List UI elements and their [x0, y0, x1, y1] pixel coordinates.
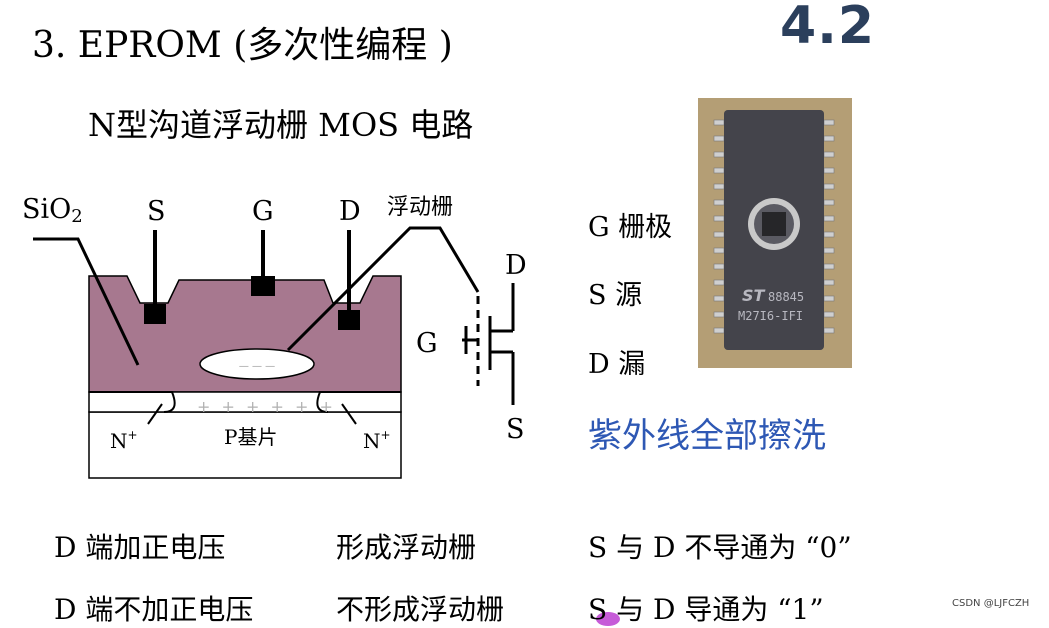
- n-plus-right-label: N+: [363, 428, 391, 453]
- row1-condition: D 端加正电压: [54, 531, 226, 564]
- sio2-label: SiO2: [22, 194, 83, 227]
- chip-code-2: M27I6-IFI: [738, 309, 803, 323]
- source-contact: [144, 304, 166, 324]
- p-substrate: [88, 411, 402, 479]
- watermark-credit: CSDN @LJFCZH: [952, 598, 1030, 609]
- gate-label: G: [252, 196, 274, 227]
- n-plus-left-label: N+: [110, 428, 138, 453]
- floating-gate-charge: — — —: [239, 361, 275, 372]
- slide-number: 4.2: [780, 0, 876, 56]
- row1-state: 形成浮动栅: [336, 531, 477, 564]
- floating-gate: [199, 348, 315, 380]
- row1-result: S 与 D 不导通为 “0”: [588, 531, 852, 564]
- symbol-gate-label: G: [416, 328, 438, 359]
- n-plus-left-region: [89, 391, 176, 413]
- channel-region: [88, 391, 402, 413]
- eprom-chip-image: ST 88845 M27I6-IFI: [698, 98, 852, 368]
- symbol-drain-label: D: [505, 250, 527, 281]
- substrate-label: P基片: [224, 425, 277, 449]
- row2-state: 不形成浮动栅: [336, 593, 505, 626]
- eprom-diagram: — — — SiO2 S G D 浮动栅 + + + + + + N+ P基片 …: [22, 194, 527, 479]
- row2-condition: D 端不加正电压: [54, 593, 254, 626]
- floating-gate-label: 浮动栅: [387, 195, 453, 220]
- legend-source: S 源: [588, 280, 643, 311]
- legend-drain: D 漏: [588, 349, 646, 380]
- drain-label: D: [339, 196, 361, 227]
- gate-contact: [251, 276, 275, 296]
- fgmos-symbol: [462, 283, 515, 405]
- uv-erase-note: 紫外线全部擦洗: [588, 416, 826, 456]
- drain-contact: [338, 310, 360, 330]
- row2-result: S 与 D 导通为 “1”: [588, 593, 824, 626]
- slide-title: 3. EPROM (多次性编程 ): [32, 25, 453, 66]
- chip-code-1: 88845: [768, 290, 804, 304]
- diagram-subtitle: N型沟道浮动栅 MOS 电路: [88, 106, 474, 144]
- legend-gate: G 栅极: [588, 212, 673, 243]
- symbol-source-label: S: [506, 414, 525, 445]
- n-right-pointer: [341, 403, 357, 425]
- source-label: S: [147, 196, 166, 227]
- n-plus-right-region: [316, 391, 401, 413]
- chip-logo: ST: [742, 286, 766, 305]
- sio2-pointer: [33, 237, 140, 366]
- plus-charges: + + + + + +: [197, 397, 336, 416]
- floating-gate-pointer: [286, 226, 480, 352]
- n-left-pointer: [147, 403, 163, 425]
